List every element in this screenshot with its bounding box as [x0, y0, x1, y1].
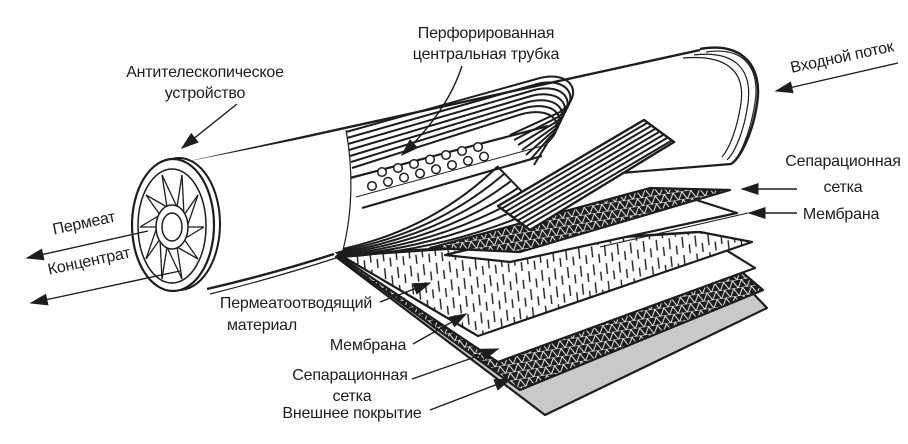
left-cylinder-right-edge: [342, 129, 352, 251]
wound-stripe: [347, 87, 569, 146]
arrow-permeate-carrier: [379, 282, 432, 303]
wound-flap: [496, 118, 676, 232]
wound-curve: [334, 173, 505, 253]
module-top-edge: [189, 48, 701, 164]
label-permeate: Пермеат: [51, 208, 118, 238]
arrow-central-tube: [400, 65, 463, 157]
main-cylinder: [332, 46, 760, 255]
label-central-tube: Перфорированная: [418, 25, 554, 42]
label-permeate-carrier: Пермеатоотводящий: [220, 295, 372, 312]
arrow-concentrate: [29, 270, 181, 306]
hub-inner: [161, 212, 183, 242]
end-arc-3: [682, 56, 743, 158]
arrow-outer-cover: [429, 378, 513, 411]
wound-stripe: [351, 111, 558, 169]
wheel-spokes: [139, 174, 205, 280]
label-outer-cover: Внешнее покрытие: [282, 405, 422, 422]
wound-layers: [332, 75, 574, 258]
label-separation-mesh-right: Сепарационная: [785, 153, 900, 170]
end-arc-2: [693, 53, 750, 161]
label-separation-mesh-bottom-2: сетка: [333, 388, 372, 405]
label-separation-mesh-right-2: сетка: [824, 179, 863, 196]
arrow-separation-mesh-bottom: [411, 348, 500, 380]
perforated-central-tube: [349, 124, 549, 210]
left-cylinder-bottom-edge-2: [209, 257, 337, 295]
main-cylinder-end-cap: [699, 46, 760, 166]
left-cylinder: [190, 129, 352, 295]
label-anti-telescoping-2: устройство: [165, 85, 246, 102]
arrow-membrane-bottom: [412, 313, 468, 345]
sheet-separation-mesh-upper: [428, 186, 732, 254]
tube-perforations: [366, 141, 490, 192]
label-membrane-right: Мембрана: [803, 206, 880, 223]
main-cylinder-body: [332, 47, 759, 255]
wound-stripe: [350, 105, 561, 163]
end-arc-1: [705, 50, 757, 163]
label-separation-mesh-bottom: Сепарационная: [292, 367, 407, 384]
anti-telescoping-device: [130, 157, 221, 293]
label-concentrate: Концентрат: [46, 244, 132, 278]
arrow-permeate: [25, 230, 149, 261]
membrane-pointer-line: [599, 212, 749, 248]
pointer-arrows: [25, 62, 899, 411]
label-inlet-flow: Входной поток: [789, 38, 896, 77]
wound-stripe: [349, 99, 564, 157]
label-anti-telescoping: Антителескопическое: [126, 64, 284, 81]
wound-curve: [332, 166, 498, 252]
label-permeate-carrier-2: материал: [227, 317, 297, 334]
wound-stripe: [346, 81, 572, 141]
label-central-tube-2: центральная трубка: [413, 46, 560, 63]
arrow-anti-telescoping: [180, 103, 238, 149]
wound-curve: [337, 187, 519, 255]
left-cylinder-bottom-edge: [206, 252, 335, 291]
arrow-inlet-flow: [774, 62, 899, 94]
label-membrane-bottom: Мембрана: [330, 337, 407, 354]
sheet-stack: [334, 186, 769, 417]
wound-curve: [335, 180, 512, 254]
